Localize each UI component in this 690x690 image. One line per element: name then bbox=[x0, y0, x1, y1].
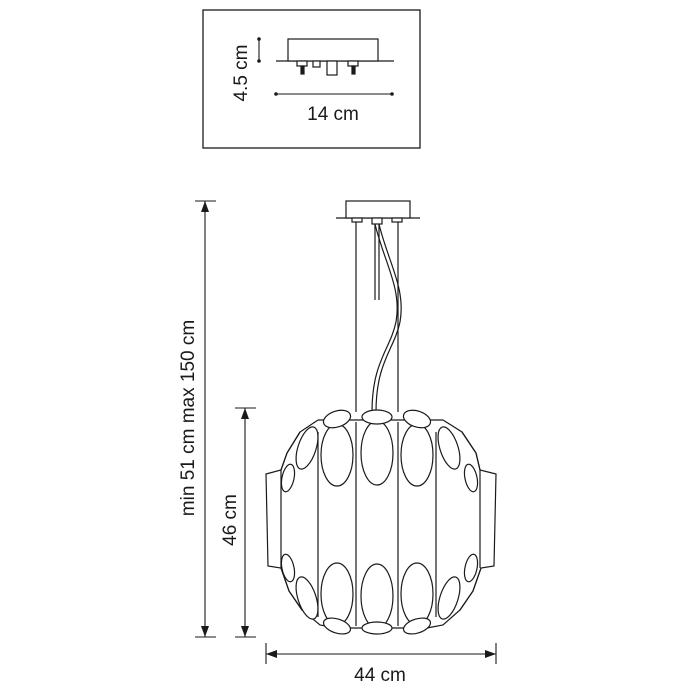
inset-height-label: 4.5 cm bbox=[231, 44, 252, 101]
suspension-cables bbox=[355, 222, 402, 413]
canopy-inset: 4.5 cm 14 cm bbox=[202, 9, 421, 149]
shade-height-label: 46 cm bbox=[220, 494, 241, 546]
inset-width-label: 14 cm bbox=[307, 104, 359, 125]
shade-height-dimension bbox=[235, 407, 256, 638]
total-height-dimension bbox=[195, 200, 216, 638]
inset-canopy-drawing bbox=[276, 38, 394, 76]
upper-petals bbox=[280, 409, 479, 493]
pendant-lamp-drawing bbox=[265, 200, 497, 635]
total-height-label: min 51 cm max 150 cm bbox=[178, 320, 199, 516]
inset-width-dimension bbox=[274, 92, 394, 96]
shade-width-label: 44 cm bbox=[354, 665, 406, 686]
inset-frame bbox=[202, 9, 421, 149]
lamp-canopy bbox=[336, 200, 420, 225]
lower-petals bbox=[280, 553, 479, 635]
inset-height-dimension bbox=[257, 37, 261, 63]
shade-width-dimension bbox=[265, 643, 497, 664]
